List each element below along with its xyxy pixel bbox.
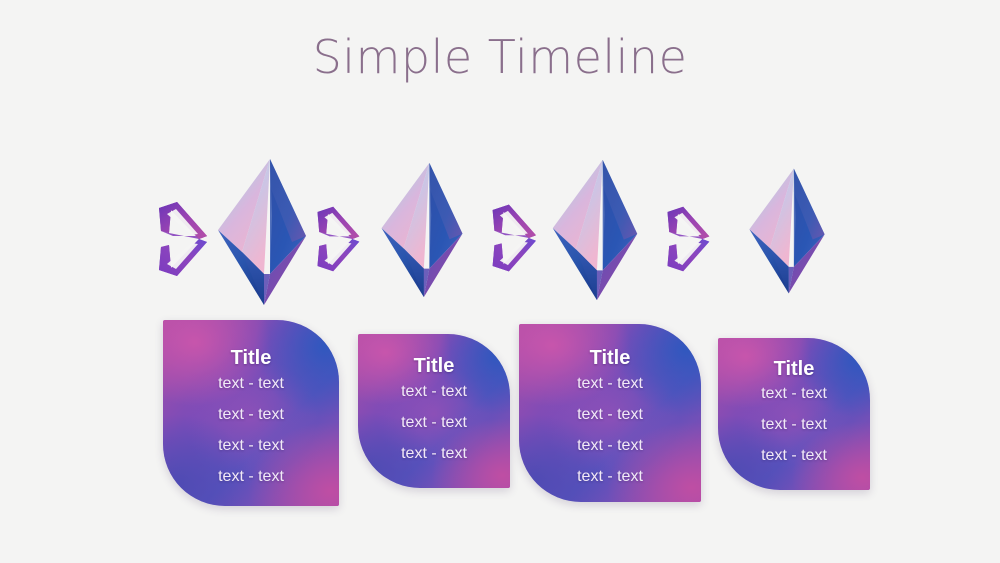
card-text-line: text - text [577, 437, 643, 454]
page-title: Simple Timeline [312, 30, 688, 84]
step-2-crystal [376, 160, 468, 305]
card-text-line: text - text [761, 416, 827, 433]
crystal-diamond-icon [381, 162, 463, 298]
card-content: Title text - text text - text text - text te… [519, 324, 701, 502]
card-text-line: text - text [218, 468, 284, 485]
card-text-line: text - text [577, 406, 643, 423]
card-text-line: text - text [761, 385, 827, 402]
card-text-line: text - text [218, 375, 284, 392]
card-text-line: text - text [577, 375, 643, 392]
step-4-crystal [742, 166, 832, 301]
card-content: Title text - text text - text text - text [718, 338, 870, 490]
card-text-line: text - text [577, 468, 643, 485]
card-gradient-background [358, 334, 510, 488]
card-title: Title [230, 347, 272, 369]
card-title: Title [413, 355, 455, 377]
step-3-chevron [489, 202, 545, 279]
crystal-diamond-icon [218, 159, 306, 305]
card-text-line: text - text [218, 437, 284, 454]
double-chevron-right-icon [317, 206, 360, 272]
step-1-card[interactable]: Title text - text text - text text - text te… [163, 320, 339, 506]
card-text-line: text - text [401, 383, 467, 400]
card-text-line: text - text [401, 414, 467, 431]
double-chevron-right-icon [159, 202, 207, 276]
step-3-card[interactable]: Title text - text text - text text - text te… [519, 324, 701, 502]
card-text-line: text - text [761, 447, 827, 464]
step-1-crystal [212, 156, 312, 313]
step-3-crystal [547, 156, 643, 309]
double-chevron-right-icon [492, 204, 536, 272]
crystal-diamond-icon [552, 159, 638, 301]
card-text-line: text - text [218, 406, 284, 423]
step-2-card[interactable]: Title text - text text - text text - text [358, 334, 510, 488]
card-content: Title text - text text - text text - text [358, 334, 510, 488]
card-text-line: text - text [401, 445, 467, 462]
double-chevron-right-icon [667, 206, 710, 272]
card-title: Title [773, 358, 815, 380]
card-content: Title text - text text - text text - text te… [163, 320, 339, 506]
card-gradient-background [718, 338, 870, 490]
step-4-chevron [664, 204, 718, 279]
crystal-diamond-icon [749, 168, 825, 294]
card-gradient-background [163, 320, 339, 506]
step-4-card[interactable]: Title text - text text - text text - text [718, 338, 870, 490]
card-title: Title [589, 347, 631, 369]
step-2-chevron [314, 204, 368, 279]
card-gradient-background [519, 324, 701, 502]
step-1-chevron [155, 200, 217, 283]
